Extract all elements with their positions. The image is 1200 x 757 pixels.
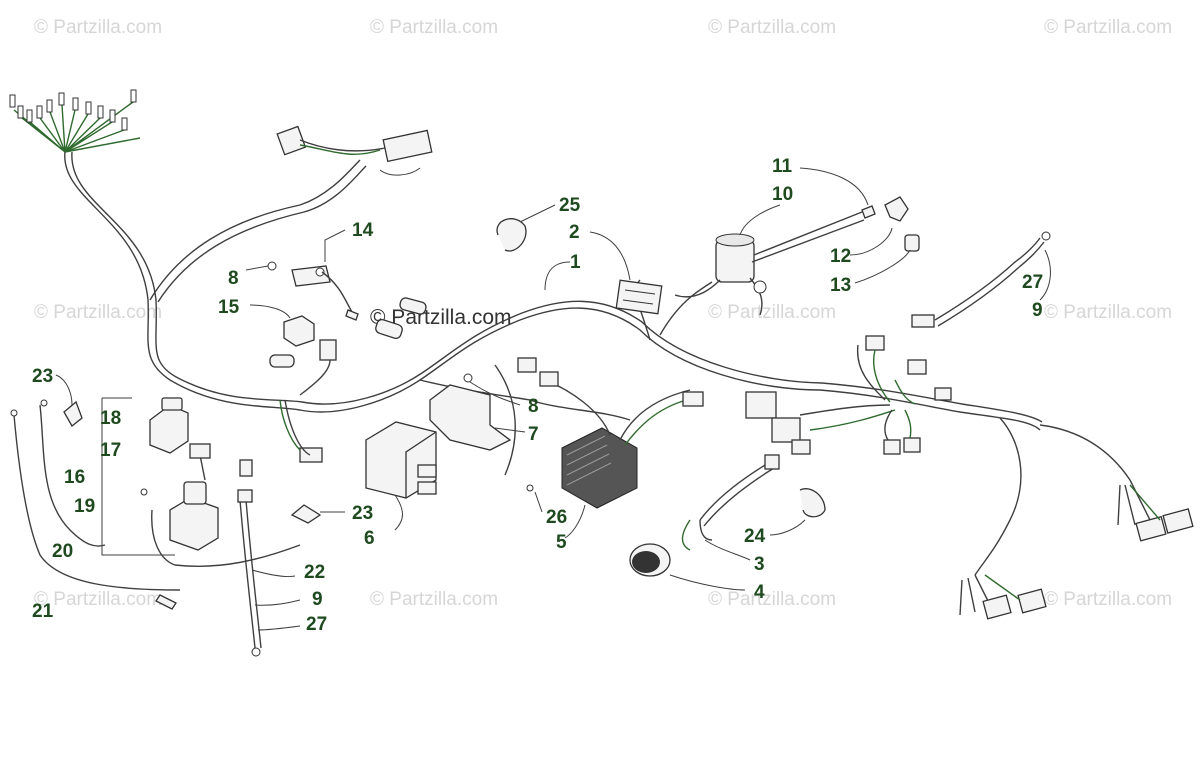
callout-19: 19 [74, 496, 95, 517]
callout-6: 6 [364, 528, 375, 549]
callout-25: 25 [559, 195, 581, 216]
callout-26: 26 [546, 507, 567, 528]
boot-23b [290, 504, 345, 524]
relay-15 [249, 304, 315, 347]
right-side-connectors [745, 335, 952, 455]
callout-4: 4 [754, 582, 765, 603]
callout-27: 27 [1022, 272, 1043, 293]
callout-20: 20 [52, 541, 73, 562]
cdi-module-6 [365, 421, 437, 531]
watermark-text: © Partzilla.com [708, 17, 836, 38]
callout-1: 1 [570, 252, 581, 273]
callout-labels: 25 2 1 11 10 12 13 27 9 14 8 15 8 7 23 1… [32, 156, 1043, 635]
watermark-text: © Partzilla.com [370, 589, 498, 610]
watermark-text: © Partzilla.com [708, 302, 836, 323]
screw-8a [245, 261, 277, 271]
connector-2 [589, 231, 663, 315]
callout-27-lower: 27 [306, 614, 327, 635]
far-right-connectors [959, 479, 1194, 620]
callout-18: 18 [100, 408, 121, 429]
callout-21: 21 [32, 601, 54, 622]
watermark-center-text: © Partzilla.com [370, 306, 512, 329]
callout-15: 15 [218, 297, 240, 318]
wire-22-9-27 [237, 459, 301, 657]
callout-11: 11 [772, 156, 793, 177]
main-harness [64, 151, 1131, 576]
watermark-text: © Partzilla.com [1044, 17, 1172, 38]
callout-17: 17 [100, 440, 121, 461]
callout-23: 23 [32, 366, 53, 387]
callout-9: 9 [1032, 300, 1043, 321]
callout-2: 2 [569, 222, 580, 243]
leader-1 [544, 261, 571, 291]
boot-23a [55, 374, 83, 427]
clamp-25 [496, 204, 556, 252]
top-left-fan-leads [9, 89, 141, 153]
ignition-coil-10 [674, 167, 920, 316]
regulator-5 [517, 357, 704, 539]
top-harness-connector [276, 125, 433, 176]
callout-12: 12 [830, 246, 851, 267]
bracket-7 [429, 373, 526, 451]
callout-9-lower: 9 [312, 589, 323, 610]
watermark-text: © Partzilla.com [34, 589, 162, 610]
callout-13: 13 [830, 275, 851, 296]
callout-24: 24 [744, 526, 766, 547]
callout-8: 8 [228, 268, 239, 289]
watermark-text: © Partzilla.com [34, 302, 162, 323]
watermark-text: © Partzilla.com [34, 17, 162, 38]
ground-wire-27-9 [911, 231, 1051, 328]
callout-5: 5 [556, 532, 567, 553]
callout-22: 22 [304, 562, 325, 583]
watermarks: © Partzilla.com © Partzilla.com © Partzi… [34, 17, 1172, 610]
watermark-text: © Partzilla.com [370, 17, 498, 38]
switch-4-wire-3-clamp-24 [629, 454, 826, 591]
callout-10: 10 [772, 184, 793, 205]
callout-7: 7 [528, 424, 539, 445]
relay-assembly-16 [10, 397, 301, 610]
watermark-text: © Partzilla.com [708, 589, 836, 610]
callout-8-lower: 8 [528, 396, 539, 417]
callout-3: 3 [754, 554, 765, 575]
sensor-bracket-14 [291, 229, 359, 321]
callout-23-lower: 23 [352, 503, 373, 524]
callout-14: 14 [352, 220, 374, 241]
callout-16: 16 [64, 467, 85, 488]
watermark-text: © Partzilla.com [1044, 589, 1172, 610]
center-left-connectors [269, 297, 427, 463]
watermark-text: © Partzilla.com [1044, 302, 1172, 323]
